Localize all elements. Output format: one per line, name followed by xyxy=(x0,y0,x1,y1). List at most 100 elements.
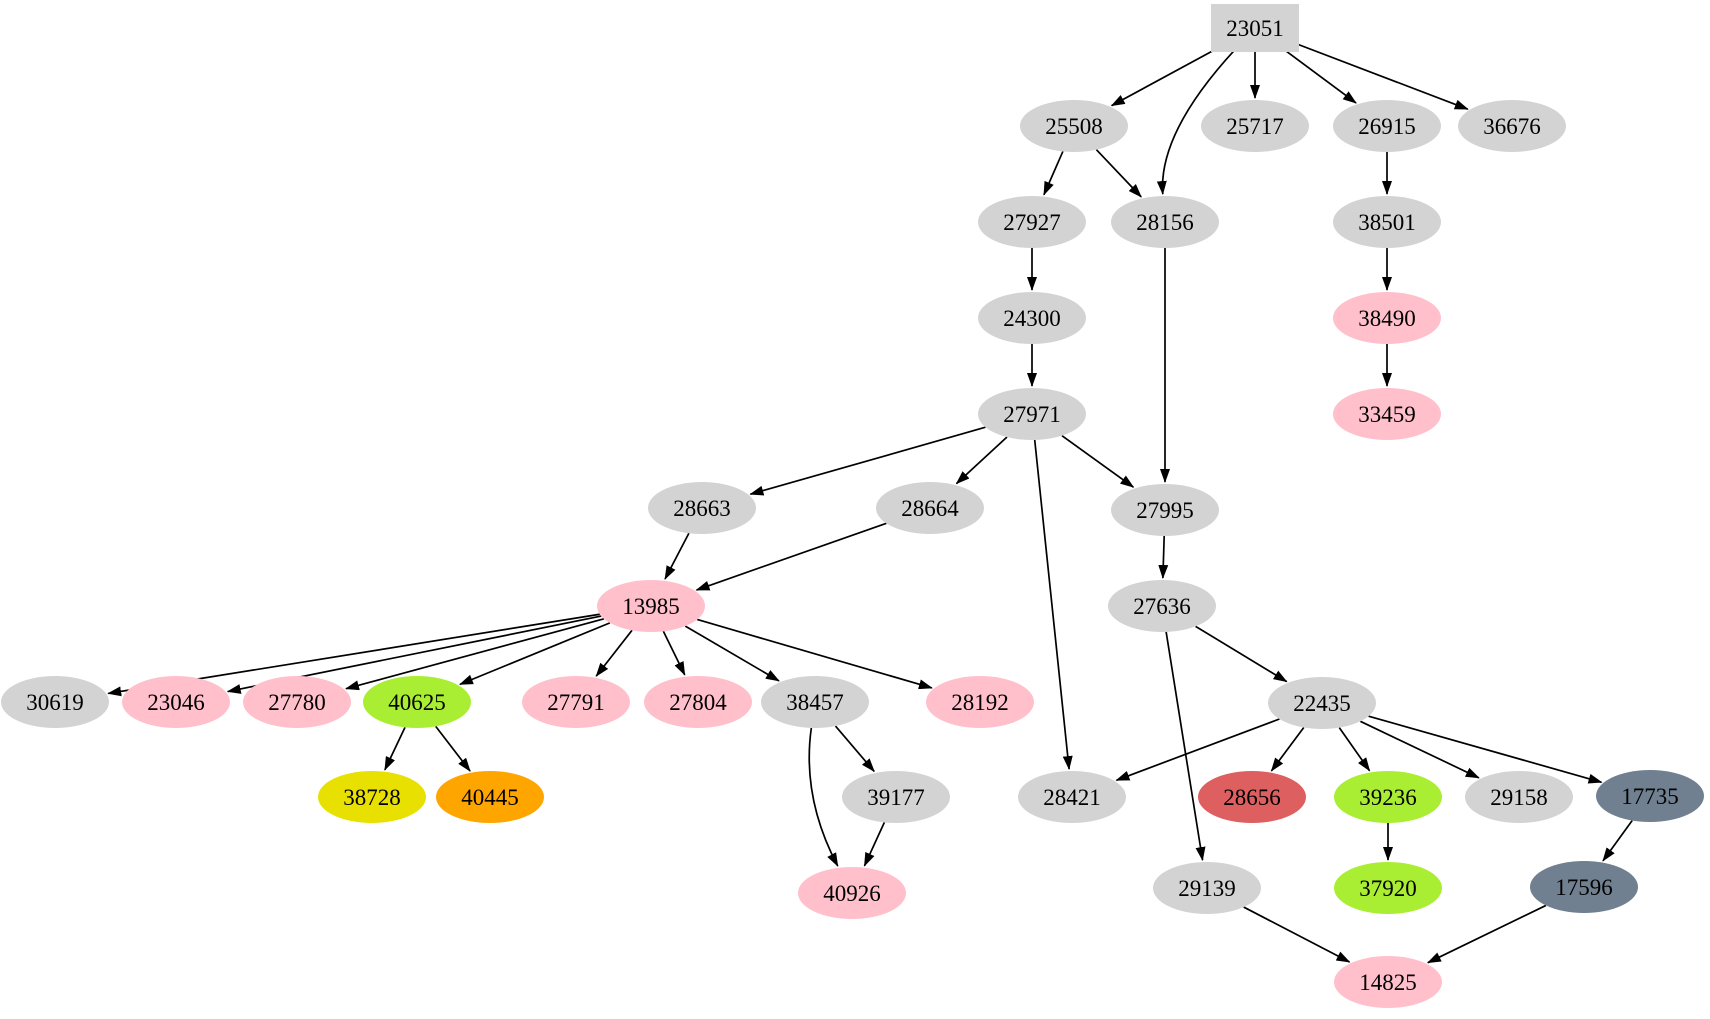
node-shape-ellipse xyxy=(1530,861,1638,913)
node-38728: 38728 xyxy=(318,771,426,823)
node-shape-ellipse xyxy=(978,388,1086,440)
node-label: 28664 xyxy=(901,496,959,521)
node-28192: 28192 xyxy=(926,676,1034,728)
edge-28664-13985 xyxy=(695,522,887,591)
node-label: 27780 xyxy=(268,690,326,715)
node-label: 25717 xyxy=(1226,114,1284,139)
node-label: 25508 xyxy=(1045,114,1103,139)
node-38501: 38501 xyxy=(1333,196,1441,248)
edge-27636-22435 xyxy=(1195,625,1288,683)
edge-23051-28156 xyxy=(1156,48,1236,196)
node-28656: 28656 xyxy=(1198,771,1306,823)
node-shape-ellipse xyxy=(243,676,351,728)
edge-23051-26915 xyxy=(1280,46,1357,104)
node-28663: 28663 xyxy=(648,482,756,534)
node-shape-ellipse xyxy=(522,676,630,728)
node-label: 13985 xyxy=(622,594,680,619)
node-shape-ellipse xyxy=(926,676,1034,728)
node-label: 26915 xyxy=(1358,114,1416,139)
node-shape-ellipse xyxy=(1333,388,1441,440)
node-shape-ellipse xyxy=(798,867,906,919)
node-27995: 27995 xyxy=(1111,484,1219,536)
node-label: 37920 xyxy=(1359,876,1417,901)
edge-13985-27791 xyxy=(595,629,633,677)
node-label: 33459 xyxy=(1358,402,1416,427)
node-40625: 40625 xyxy=(363,676,471,728)
edge-22435-28656 xyxy=(1270,726,1305,772)
node-27636: 27636 xyxy=(1108,580,1216,632)
node-label: 27636 xyxy=(1133,594,1191,619)
node-shape-ellipse xyxy=(644,676,752,728)
node-shape-ellipse xyxy=(1596,770,1704,822)
edge-38457-40926 xyxy=(808,727,839,867)
node-38490: 38490 xyxy=(1333,292,1441,344)
edges-layer xyxy=(107,40,1633,964)
node-28421: 28421 xyxy=(1018,771,1126,823)
node-shape-box xyxy=(1211,4,1299,52)
node-label: 28656 xyxy=(1223,785,1281,810)
edge-17735-17596 xyxy=(1602,820,1633,862)
node-28156: 28156 xyxy=(1111,196,1219,248)
edge-25508-27927 xyxy=(1043,151,1064,196)
edge-38457-39177 xyxy=(834,725,875,773)
edge-27971-28663 xyxy=(749,426,986,496)
node-label: 23051 xyxy=(1226,16,1284,41)
node-label: 40445 xyxy=(461,785,519,810)
node-shape-ellipse xyxy=(876,482,984,534)
node-38457: 38457 xyxy=(761,676,869,728)
node-shape-ellipse xyxy=(1334,771,1442,823)
node-label: 27804 xyxy=(669,690,727,715)
edge-27636-29139 xyxy=(1165,631,1206,862)
edge-22435-39236 xyxy=(1338,727,1371,772)
node-23046: 23046 xyxy=(122,676,230,728)
node-25508: 25508 xyxy=(1020,100,1128,152)
node-37920: 37920 xyxy=(1334,862,1442,914)
node-label: 17735 xyxy=(1621,784,1679,809)
edge-27971-28664 xyxy=(955,436,1008,485)
edge-27971-27995 xyxy=(1061,434,1135,488)
edge-13985-38457 xyxy=(684,625,780,682)
node-label: 22435 xyxy=(1293,691,1351,716)
node-label: 28663 xyxy=(673,496,731,521)
node-label: 17596 xyxy=(1555,875,1613,900)
edge-25508-28156 xyxy=(1095,149,1142,198)
node-shape-ellipse xyxy=(1334,862,1442,914)
node-27971: 27971 xyxy=(978,388,1086,440)
node-label: 28421 xyxy=(1043,785,1101,810)
edge-40625-40445 xyxy=(435,725,471,772)
node-39236: 39236 xyxy=(1334,771,1442,823)
node-17735: 17735 xyxy=(1596,770,1704,822)
edge-27971-28421 xyxy=(1033,439,1073,771)
edge-27995-27636 xyxy=(1158,535,1169,580)
node-shape-ellipse xyxy=(1111,196,1219,248)
node-shape-ellipse xyxy=(1153,862,1261,914)
node-22435: 22435 xyxy=(1268,677,1376,729)
node-label: 36676 xyxy=(1483,114,1541,139)
node-30619: 30619 xyxy=(1,676,109,728)
node-label: 28192 xyxy=(951,690,1009,715)
node-23051: 23051 xyxy=(1211,4,1299,52)
edge-39177-40926 xyxy=(863,822,886,867)
node-shape-ellipse xyxy=(1,676,109,728)
node-label: 29158 xyxy=(1490,785,1548,810)
edge-13985-40625 xyxy=(459,622,611,686)
node-shape-ellipse xyxy=(978,292,1086,344)
node-shape-ellipse xyxy=(363,676,471,728)
node-shape-ellipse xyxy=(318,771,426,823)
node-27804: 27804 xyxy=(644,676,752,728)
node-14825: 14825 xyxy=(1334,956,1442,1008)
node-shape-ellipse xyxy=(1465,771,1573,823)
node-shape-ellipse xyxy=(1108,580,1216,632)
node-29139: 29139 xyxy=(1153,862,1261,914)
node-shape-ellipse xyxy=(1458,100,1566,152)
node-33459: 33459 xyxy=(1333,388,1441,440)
node-shape-ellipse xyxy=(436,771,544,823)
edge-13985-28192 xyxy=(696,618,933,690)
node-label: 24300 xyxy=(1003,306,1061,331)
node-13985: 13985 xyxy=(597,580,705,632)
edge-13985-27804 xyxy=(662,630,686,676)
node-label: 38490 xyxy=(1358,306,1416,331)
edge-17596-14825 xyxy=(1426,904,1547,964)
node-36676: 36676 xyxy=(1458,100,1566,152)
